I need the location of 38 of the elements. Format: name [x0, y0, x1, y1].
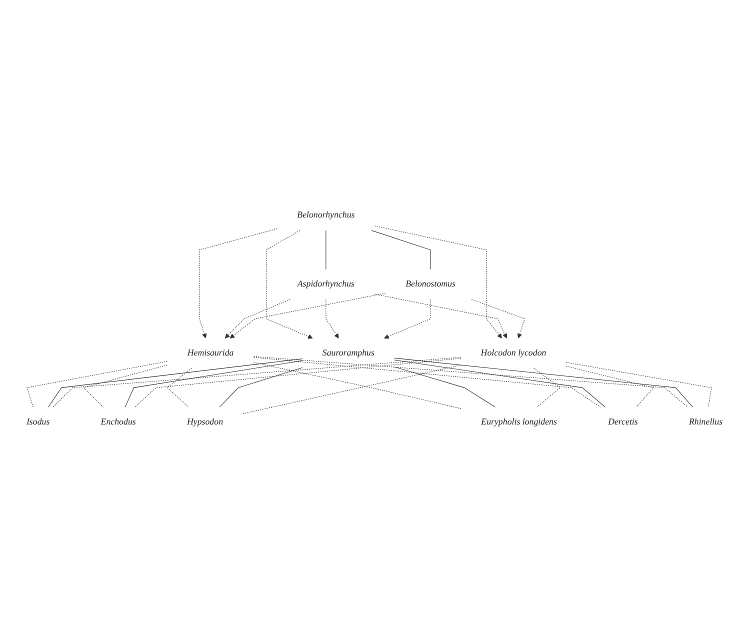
node-text: Sauroramphus [322, 348, 374, 358]
node-text: Dercetis [608, 417, 638, 427]
connector [48, 358, 303, 408]
connector [219, 368, 303, 408]
node-text: Hemisaurida [187, 348, 234, 358]
arrow [230, 293, 386, 339]
connector [134, 358, 462, 408]
node-text: Eurypholis longidens [481, 417, 557, 427]
connector [83, 364, 168, 408]
arrow [224, 299, 291, 339]
connector [253, 356, 688, 408]
connector [253, 362, 462, 410]
connector [242, 365, 462, 414]
connector [52, 357, 462, 408]
arrow [374, 226, 502, 339]
connector [566, 362, 712, 408]
connector [253, 357, 601, 408]
connector [124, 360, 303, 408]
node-text: Enchodus [100, 417, 136, 427]
node-text: Hypsodon [186, 417, 224, 427]
arrow [374, 294, 508, 339]
node-text: Belonorhynchus [297, 210, 355, 220]
arrow [199, 228, 278, 339]
connector [371, 230, 431, 270]
connector [394, 366, 496, 408]
node-text: Aspidorhynchus [297, 280, 354, 289]
connector [394, 360, 606, 408]
node-text: Isodus [26, 417, 50, 427]
arrow [266, 230, 313, 339]
connector [566, 366, 654, 408]
arrow [326, 299, 339, 339]
node-text: Holcodon lycodon [480, 348, 546, 358]
connector [26, 361, 168, 408]
node-text: Belonostomus [406, 280, 456, 289]
connector [394, 358, 693, 408]
arrow [471, 299, 525, 339]
node-text: Rhinellus [688, 417, 723, 427]
arrow [384, 299, 431, 339]
